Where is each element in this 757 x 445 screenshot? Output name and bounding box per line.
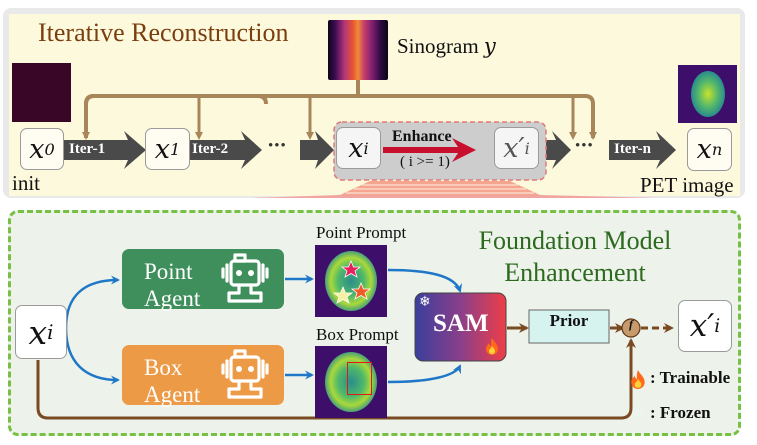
foundation-model-title: Foundation Model Enhancement [478, 226, 672, 287]
top-connectors [64, 79, 676, 198]
iter2-label: Iter-2 [192, 141, 229, 157]
snowflake-icon: ❄ [419, 295, 431, 310]
box-prompt-to-sam-arrow [387, 364, 462, 384]
prior-label: Prior [549, 311, 589, 330]
legend-frozen: : Frozen [650, 403, 711, 422]
star-marker-orange [350, 281, 372, 300]
to-xi-arrow [300, 131, 334, 169]
box-prompt-rectangle [347, 362, 372, 395]
legend-snowflake-icon: ❄ [631, 403, 646, 422]
node-xi-prime: x′i [494, 127, 539, 169]
star-marker-yellow [332, 285, 354, 304]
star-marker-red [340, 259, 362, 278]
pet-image [678, 65, 737, 123]
point-prompt-to-sam-arrow [387, 268, 463, 293]
bottom-connectors [36, 268, 674, 420]
zoom-trapezoid [250, 181, 660, 198]
iter2-arrow [190, 131, 262, 169]
itern-arrow [609, 131, 676, 169]
output-xi-prime: x′i [678, 300, 732, 352]
flame-icon [486, 338, 498, 355]
fusion-node [621, 318, 641, 338]
iterative-reconstruction-title: Iterative Reconstruction [38, 18, 289, 47]
iter1-label: Iter-1 [69, 141, 106, 157]
fusion-label: f [629, 317, 633, 331]
enhance-label: Enhance [392, 128, 452, 145]
point-agent-robot-icon [221, 253, 269, 303]
input-to-point-agent-arrow [64, 275, 120, 329]
from-xi-prime-arrow [540, 131, 571, 169]
prior-box [528, 309, 610, 344]
point-prompt-stars [332, 259, 372, 304]
sam-box [414, 292, 507, 362]
pet-brain-shape [690, 71, 725, 117]
box-agent-robot-icon [221, 349, 269, 399]
box-agent-box: Box Agent [122, 345, 284, 407]
box-prompt-label: Box Prompt [316, 325, 399, 344]
itern-label: Iter-n [614, 141, 651, 157]
skip-connection-arrow [36, 338, 636, 420]
enhance-arrow [383, 138, 476, 162]
ellipsis-1: ••• [268, 138, 287, 154]
legend-flame-icon [631, 370, 645, 389]
legend-trainable: : Trainable [650, 368, 731, 387]
ellipsis-2: ••• [575, 138, 594, 154]
sinogram-label: Sinogram y [397, 34, 496, 58]
sinogram-image [328, 20, 388, 80]
point-agent-box: Point Agent [122, 249, 284, 311]
feedback-bus [84, 94, 595, 138]
pet-image-label: PET image [640, 173, 734, 197]
iter1-arrow [64, 131, 146, 169]
input-to-box-agent-arrow [64, 327, 120, 385]
point-prompt-label: Point Prompt [316, 223, 407, 242]
init-label: init [12, 171, 41, 195]
enhance-condition: ( i >= 1) [400, 154, 450, 170]
sam-label: SAM [433, 310, 489, 337]
init-image [12, 63, 71, 122]
